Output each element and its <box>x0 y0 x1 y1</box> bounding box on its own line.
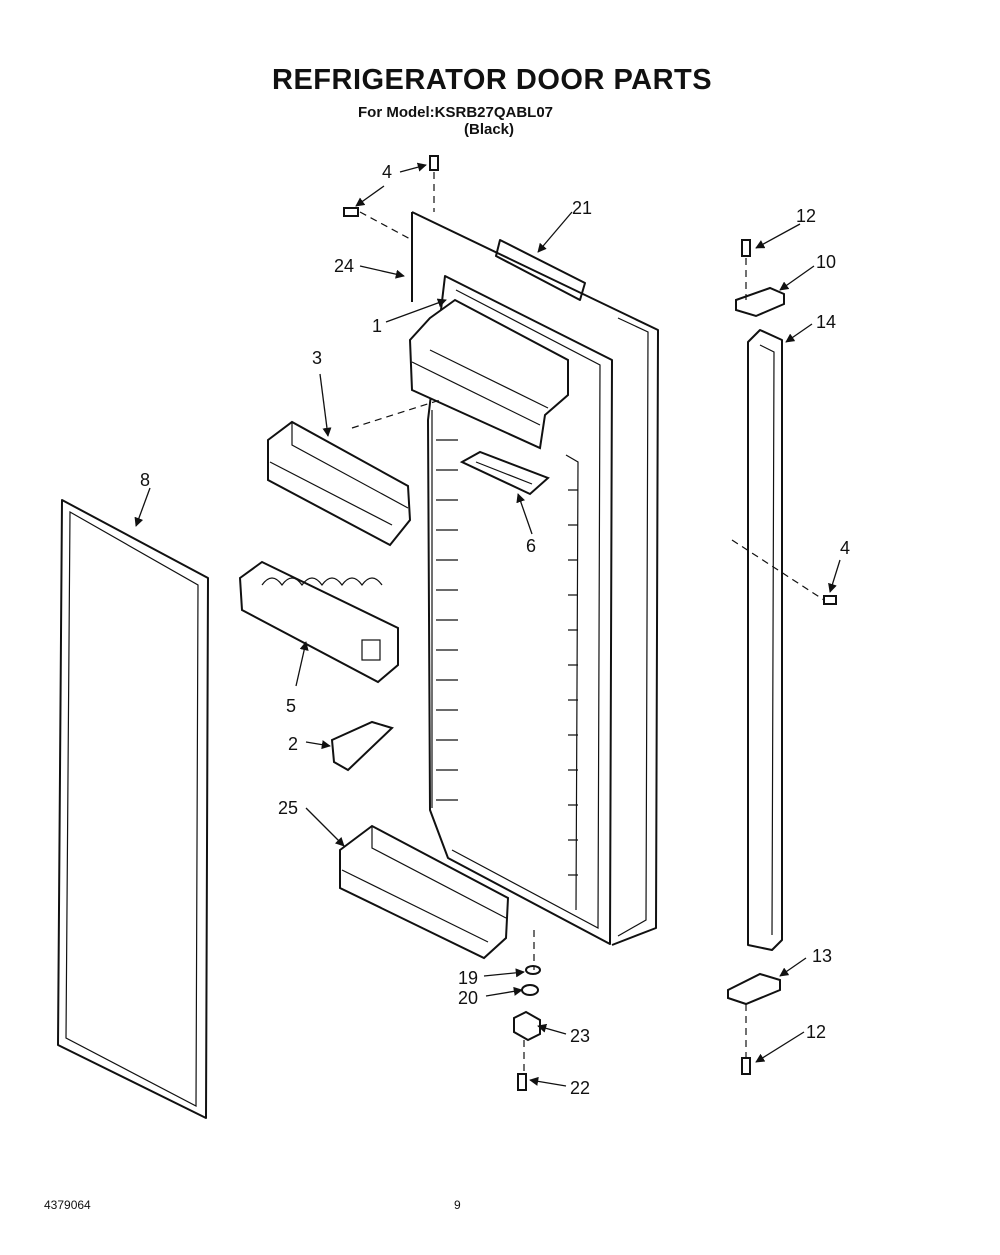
page-number: 9 <box>454 1198 461 1212</box>
door-bin-part-25 <box>339 824 510 960</box>
callout-14: 14 <box>816 312 836 332</box>
bushing-part-20 <box>521 984 539 996</box>
leader-lines <box>134 162 841 1087</box>
hinge-bracket-part-10 <box>735 286 785 318</box>
callout-5: 5 <box>286 696 296 716</box>
dairy-door-part-3 <box>267 420 412 547</box>
callout-1: 1 <box>372 316 382 336</box>
door-gasket-part-8 <box>57 499 209 1119</box>
clip-part-2 <box>330 720 394 772</box>
egg-tray-part-5 <box>238 560 399 684</box>
document-number: 4379064 <box>44 1198 91 1212</box>
callout-12-top: 12 <box>796 206 816 226</box>
screw-part-4-right <box>823 595 837 605</box>
callout-4-right: 4 <box>840 538 850 558</box>
screw-part-22 <box>517 1073 527 1091</box>
callout-23: 23 <box>570 1026 590 1046</box>
callout-13: 13 <box>812 946 832 966</box>
callout-20: 20 <box>458 988 478 1008</box>
door-panel-part-21 <box>411 211 659 946</box>
hinge-pin-part-23 <box>513 1010 541 1042</box>
assembly-lines <box>351 172 825 1074</box>
door-liner-part-1 <box>427 275 613 945</box>
callout-10: 10 <box>816 252 836 272</box>
callout-4-top: 4 <box>382 162 392 182</box>
screw-part-12-top <box>741 239 751 257</box>
callout-22: 22 <box>570 1078 590 1098</box>
screw-part-12-bottom <box>741 1057 751 1075</box>
callout-19: 19 <box>458 968 478 988</box>
small-tray-part-6 <box>459 450 550 496</box>
dairy-compartment <box>408 298 569 450</box>
door-handle-part-14 <box>747 329 783 951</box>
washer-part-19 <box>525 965 541 975</box>
trim-strip-part-21 <box>495 239 586 301</box>
page-title: REFRIGERATOR DOOR PARTS <box>272 64 713 96</box>
hinge-bracket-part-13 <box>727 972 781 1006</box>
callout-25: 25 <box>278 798 298 818</box>
color-label: (Black) <box>464 121 515 138</box>
screw-part-4-top <box>429 155 439 171</box>
callout-3: 3 <box>312 348 322 368</box>
callout-24: 24 <box>334 256 354 276</box>
callout-8: 8 <box>140 470 150 490</box>
model-number: For Model:KSRB27QABL07 <box>358 104 554 121</box>
callout-2: 2 <box>288 734 298 754</box>
callout-6: 6 <box>526 536 536 556</box>
screw-part-4-left <box>343 207 359 217</box>
callout-labels: 1 2 3 4 4 5 6 8 10 12 12 13 14 19 20 21 … <box>140 162 850 1098</box>
callout-21: 21 <box>572 198 592 218</box>
callout-12-bottom: 12 <box>806 1022 826 1042</box>
